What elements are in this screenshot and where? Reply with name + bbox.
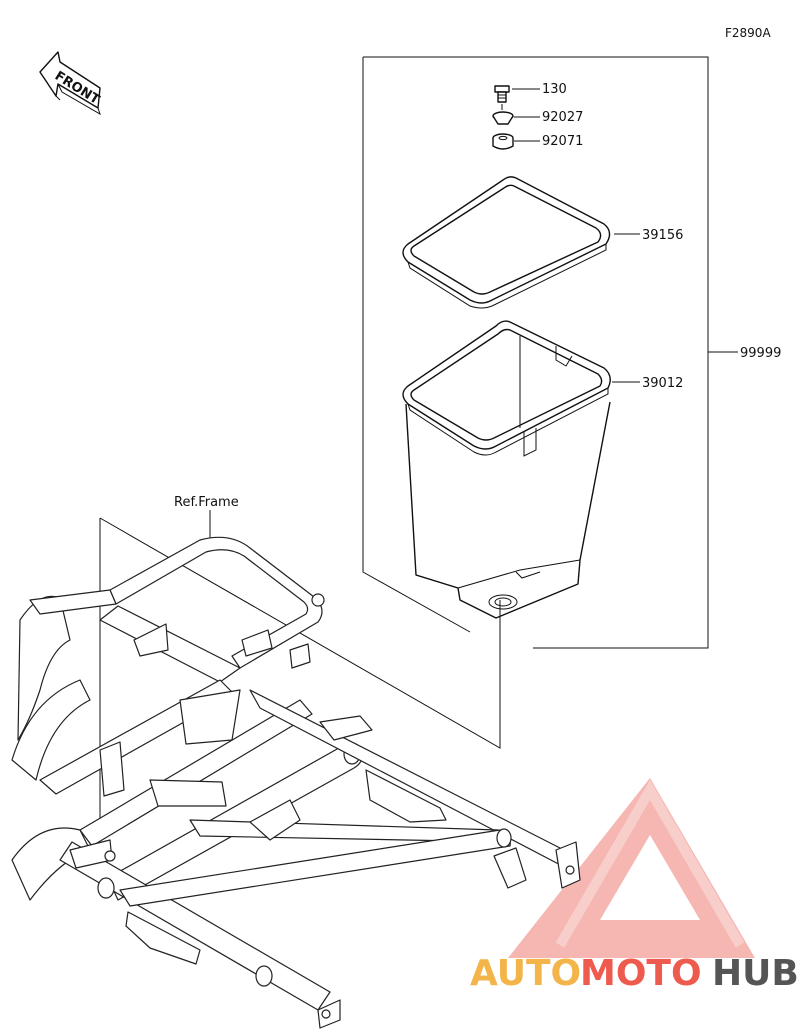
- part-number-92027: 92027: [542, 110, 583, 125]
- watermark-moto: MOTO: [580, 953, 702, 994]
- front-arrow-icon: FRONT: [39, 51, 102, 116]
- watermark-logo-triangle: [508, 778, 755, 958]
- ref-frame-label: Ref.Frame: [174, 495, 239, 510]
- watermark-auto: AUTO: [470, 953, 581, 994]
- storage-box-39012: [402, 320, 611, 620]
- figure-id: F2890A: [725, 26, 771, 40]
- part-number-130: 130: [542, 82, 567, 97]
- bolt-130: [494, 85, 510, 103]
- part-number-39156: 39156: [642, 228, 683, 243]
- seal-ring-39156: [402, 176, 611, 309]
- collar-92027: [492, 111, 514, 125]
- grommet-92071: [492, 133, 514, 150]
- part-number-92071: 92071: [542, 134, 583, 149]
- watermark-text: AUTO MOTO HUB: [470, 953, 799, 994]
- watermark-hub: HUB: [712, 953, 799, 994]
- part-number-99999: 99999: [740, 346, 781, 361]
- reference-frame-drawing: [11, 517, 581, 1029]
- part-number-39012: 39012: [642, 376, 683, 391]
- kit-bracket: [362, 56, 738, 649]
